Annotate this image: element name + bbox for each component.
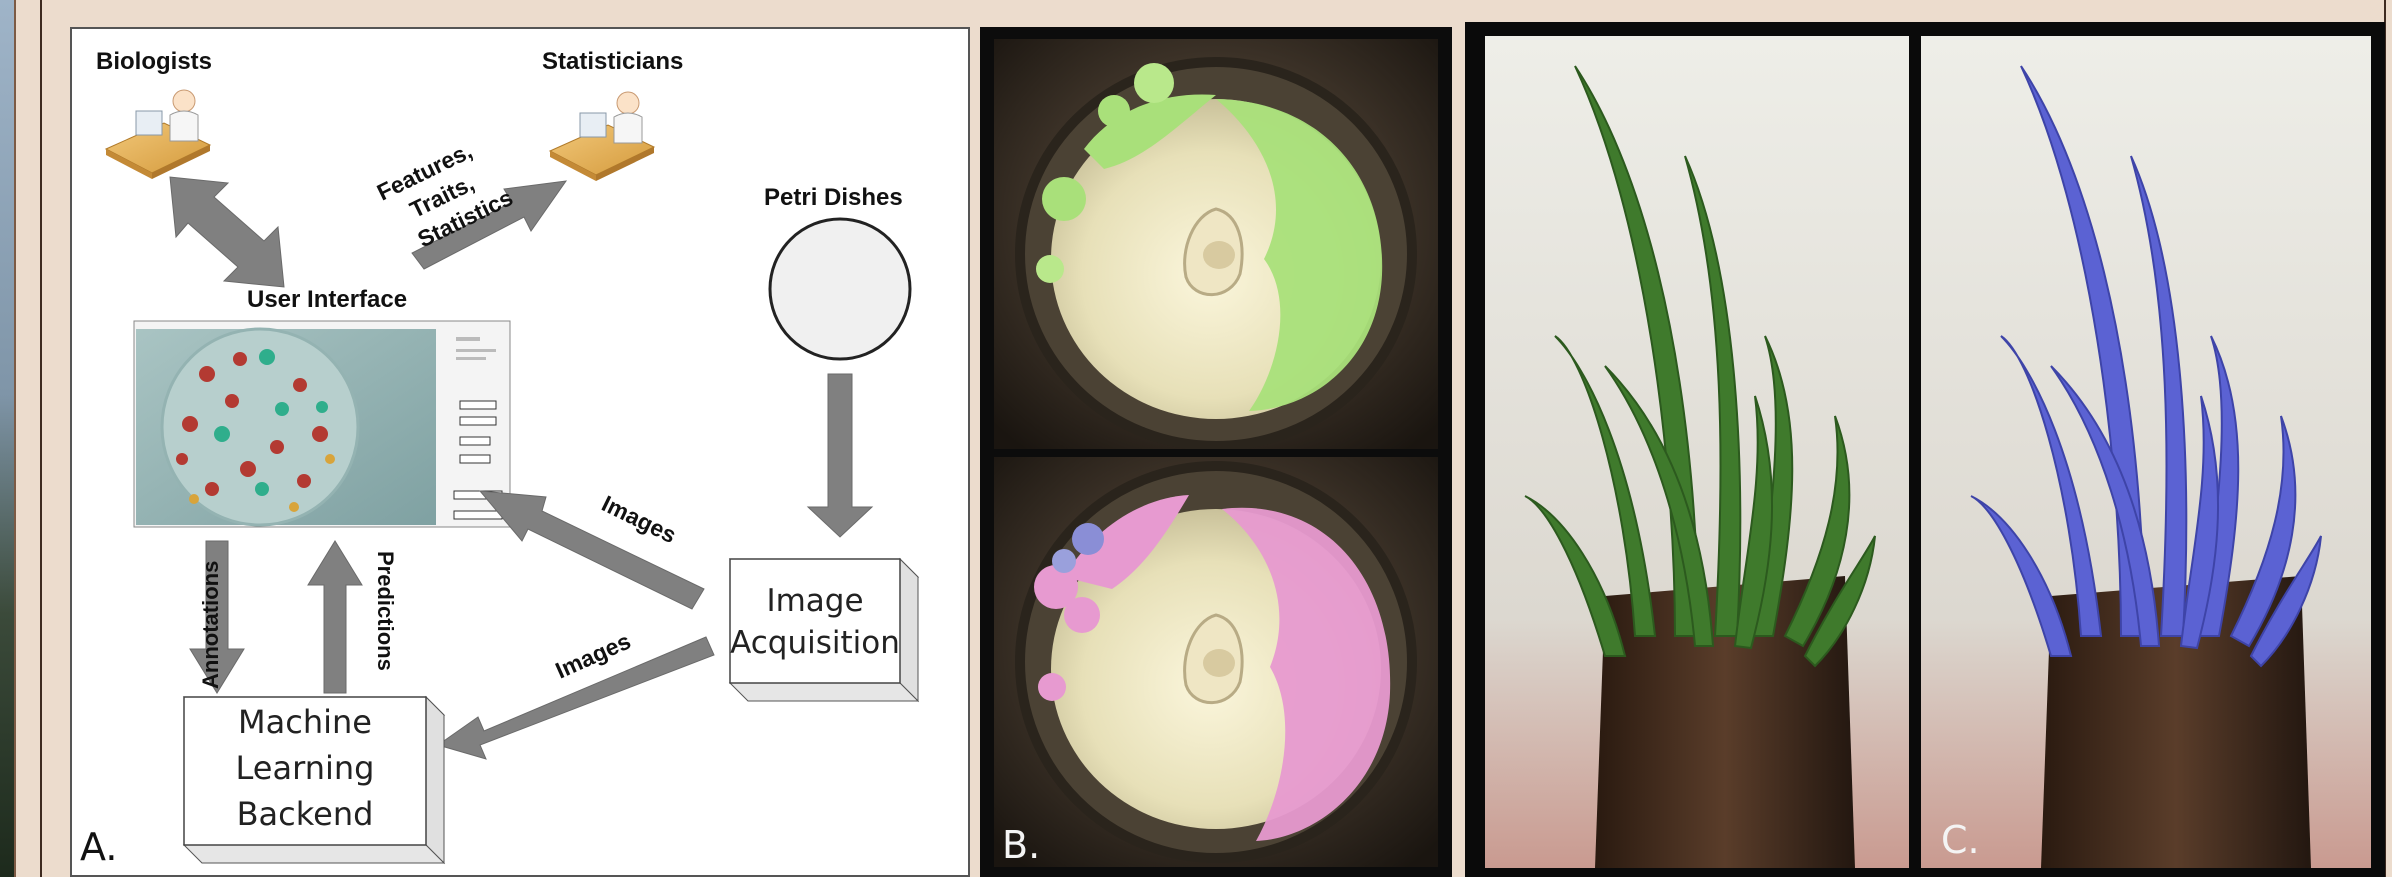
panel-a-pipeline-diagram: Biologists Statisticians User Interface … [70,27,970,877]
annotations-label: Annotations [198,561,223,689]
tissue-photo-segmented [994,457,1438,867]
user-interface-label: User Interface [247,286,407,313]
panel-a-corner-label: A. [80,825,117,869]
arrow-biologists-ui [170,177,284,287]
images-label-upper: Images [598,490,681,548]
stem-photo-original [1485,36,1909,868]
panel-b-tissue-photos: B. [980,27,1452,877]
ui-screenshot-thumbnail [134,321,510,527]
panel-c-corner-label: C. [1941,818,1980,862]
arrow-petri-to-acquisition [808,374,872,537]
panel-c-stem-photos: C. [1465,22,2385,877]
arrow-predictions-up [308,541,362,693]
tissue-photo-original [994,39,1438,449]
biologists-label: Biologists [96,48,212,75]
background-photo-strip [0,0,14,877]
ml-line1: Machine [238,703,372,741]
image-acquisition-box: Image Acquisition [730,559,918,701]
arrow-images-to-ui [480,491,704,609]
panel-b-corner-label: B. [1002,823,1040,867]
image-acquisition-line1: Image [766,583,863,619]
image-acquisition-line2: Acquisition [730,625,900,661]
stem-photo-segmented [1921,36,2371,868]
predictions-label: Predictions [373,551,398,671]
ml-line2: Learning [236,749,375,787]
biologist-icon [106,90,210,179]
ml-line3: Backend [237,795,374,833]
features-traits-statistics-label: Features, Traits, Statistics [373,130,517,259]
petri-dishes-label: Petri Dishes [764,184,903,211]
machine-learning-backend-box: Machine Learning Backend [184,697,444,863]
pipeline-diagram-svg: Biologists Statisticians User Interface … [72,29,968,875]
statisticians-label: Statisticians [542,48,683,75]
statistician-icon [550,92,654,181]
petri-dish-icon [770,219,910,359]
